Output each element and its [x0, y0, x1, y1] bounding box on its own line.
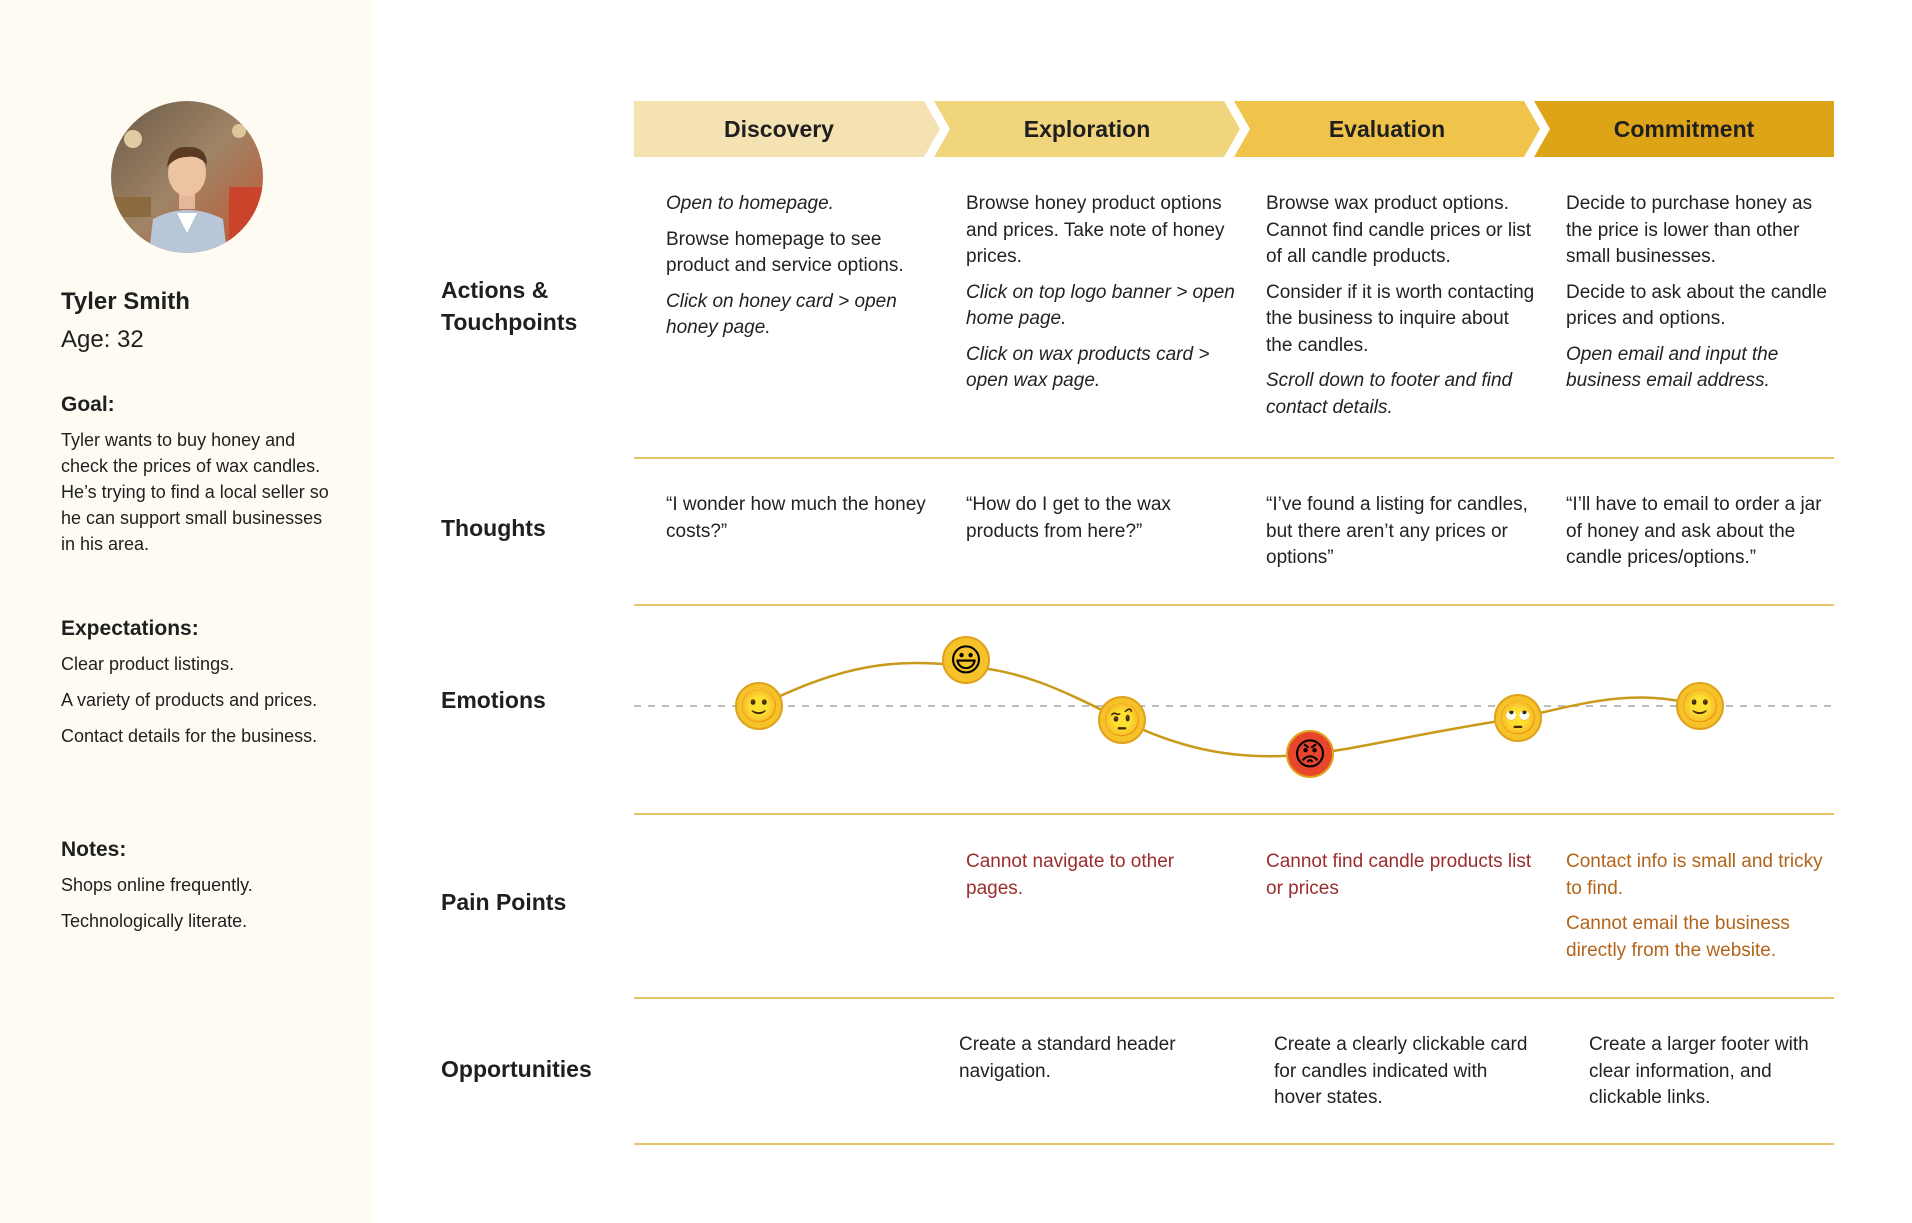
svg-text:🙂: 🙂	[739, 688, 779, 724]
row-label-thoughts: Thoughts	[441, 515, 546, 541]
emotion-angry-icon: 😡	[1286, 730, 1334, 778]
expectations-heading: Expectations:	[61, 617, 199, 640]
thought-text: “I wonder how much the honey costs?”	[666, 494, 926, 542]
row-label-pain-points: Pain Points	[441, 889, 567, 915]
goal-text: Tyler wants to buy honey and check the p…	[61, 430, 329, 554]
stage-chevron-shape	[934, 101, 1240, 157]
emotion-happy-icon: 😃	[942, 636, 990, 684]
thought-exploration: “How do I get to the wax products from h…	[966, 492, 1226, 554]
opportunity-exploration: Create a standard header navigation.	[959, 1032, 1219, 1094]
actions-cell-commitment: Decide to purchase honey as the price is…	[1566, 191, 1836, 404]
action-item: Decide to ask about the candle prices an…	[1566, 281, 1827, 330]
note-item: Technologically literate.	[61, 911, 248, 931]
pain-item: Cannot email the business directly from …	[1566, 913, 1790, 961]
stage-discovery: Discovery	[634, 101, 940, 157]
row-divider	[634, 813, 1834, 815]
stage-chevron-shape	[1534, 101, 1834, 157]
stage-evaluation: Evaluation	[1234, 101, 1540, 157]
emotion-eye-roll-icon: 🙄	[1494, 694, 1542, 742]
thought-commitment: “I’ll have to email to order a jar of ho…	[1566, 492, 1836, 581]
pain-item: Contact info is small and tricky to find…	[1566, 851, 1823, 899]
row-label-opportunities: Opportunities	[441, 1056, 592, 1082]
thought-discovery: “I wonder how much the honey costs?”	[666, 492, 926, 554]
action-item: Browse wax product options. Cannot find …	[1266, 193, 1532, 267]
opportunity-commitment: Create a larger footer with clear inform…	[1589, 1032, 1839, 1121]
goal-heading: Goal:	[61, 393, 115, 416]
svg-text:🙄: 🙄	[1498, 700, 1538, 736]
pain-item: Cannot navigate to other pages.	[966, 851, 1175, 899]
svg-text:😃: 😃	[949, 642, 982, 678]
notes-section: Notes: Shops online frequently. Technolo…	[61, 838, 331, 944]
row-divider	[634, 604, 1834, 606]
persona-age: Age: 32	[61, 326, 144, 353]
stage-commitment: Commitment	[1534, 101, 1834, 157]
stage-label: Commitment	[1613, 115, 1755, 142]
action-item: Browse homepage to see product and servi…	[666, 228, 904, 277]
stage-label: Exploration	[1023, 115, 1151, 142]
action-item: Scroll down to footer and find contact d…	[1266, 370, 1513, 418]
svg-text:🤨: 🤨	[1102, 702, 1142, 738]
expectation-item: Clear product listings.	[61, 654, 235, 674]
row-divider	[634, 1143, 1834, 1145]
thought-evaluation: “I’ve found a listing for candles, but t…	[1266, 492, 1536, 581]
action-item: Click on honey card > open honey page.	[666, 290, 897, 339]
pain-commitment: Contact info is small and tricky to find…	[1566, 849, 1836, 973]
persona-avatar	[111, 101, 263, 253]
note-item: Shops online frequently.	[61, 875, 253, 895]
actions-cell-exploration: Browse honey product options and prices.…	[966, 191, 1236, 404]
persona-name: Tyler Smith	[61, 288, 190, 315]
notes-heading: Notes:	[61, 838, 127, 861]
expectations-section: Expectations: Clear product listings. A …	[61, 617, 331, 759]
emotion-smiling-icon: 🙂	[735, 682, 783, 730]
stage-exploration: Exploration	[934, 101, 1240, 157]
pain-exploration: Cannot navigate to other pages.	[966, 849, 1236, 911]
opportunity-text: Create a clearly clickable card for cand…	[1274, 1034, 1528, 1108]
thought-text: “I’ve found a listing for candles, but t…	[1266, 494, 1528, 568]
row-divider	[634, 457, 1834, 459]
emotion-curve-chart: 🙂 😃 🤨 😡 🙄 🙂	[634, 636, 1834, 778]
expectation-item: Contact details for the business.	[61, 726, 318, 746]
opportunity-text: Create a larger footer with clear inform…	[1589, 1034, 1809, 1108]
stage-chevron-shape	[634, 101, 940, 157]
action-item: Open email and input the business email …	[1566, 343, 1779, 392]
action-item: Click on top logo banner > open home pag…	[966, 281, 1235, 330]
emotion-line	[758, 661, 1701, 758]
emotion-faces: 🙂 😃 🤨 😡 🙄 🙂	[735, 636, 1724, 778]
row-label-actions: Actions & Touchpoints	[441, 277, 578, 335]
persona-panel: Tyler Smith Age: 32 Goal: Tyler wants to…	[0, 0, 372, 1223]
action-item: Open to homepage.	[666, 193, 834, 214]
actions-cell-discovery: Open to homepage. Browse homepage to see…	[666, 191, 936, 351]
thought-text: “I’ll have to email to order a jar of ho…	[1566, 494, 1822, 568]
row-divider	[634, 997, 1834, 999]
thought-text: “How do I get to the wax products from h…	[966, 494, 1171, 542]
actions-cell-evaluation: Browse wax product options. Cannot find …	[1266, 191, 1536, 430]
stage-label: Discovery	[724, 115, 834, 142]
pain-evaluation: Cannot find candle products list or pric…	[1266, 849, 1546, 911]
pain-item: Cannot find candle products list or pric…	[1266, 851, 1532, 899]
action-item: Click on wax products card > open wax pa…	[966, 343, 1210, 392]
action-item: Browse honey product options and prices.…	[966, 193, 1225, 267]
opportunity-text: Create a standard header navigation.	[959, 1034, 1176, 1082]
emotion-skeptical-icon: 🤨	[1098, 696, 1146, 744]
action-item: Decide to purchase honey as the price is…	[1566, 193, 1813, 267]
emotion-smiling-icon: 🙂	[1676, 682, 1724, 730]
stage-chevron-shape	[1234, 101, 1540, 157]
expectation-item: A variety of products and prices.	[61, 690, 318, 710]
opportunity-evaluation: Create a clearly clickable card for cand…	[1274, 1032, 1534, 1121]
action-item: Consider if it is worth contacting the b…	[1266, 281, 1535, 356]
row-label-emotions: Emotions	[441, 687, 546, 713]
goal-section: Goal: Tyler wants to buy honey and check…	[61, 393, 331, 557]
stage-label: Evaluation	[1328, 115, 1446, 142]
svg-text:🙂: 🙂	[1680, 688, 1720, 724]
svg-text:😡: 😡	[1293, 736, 1326, 772]
